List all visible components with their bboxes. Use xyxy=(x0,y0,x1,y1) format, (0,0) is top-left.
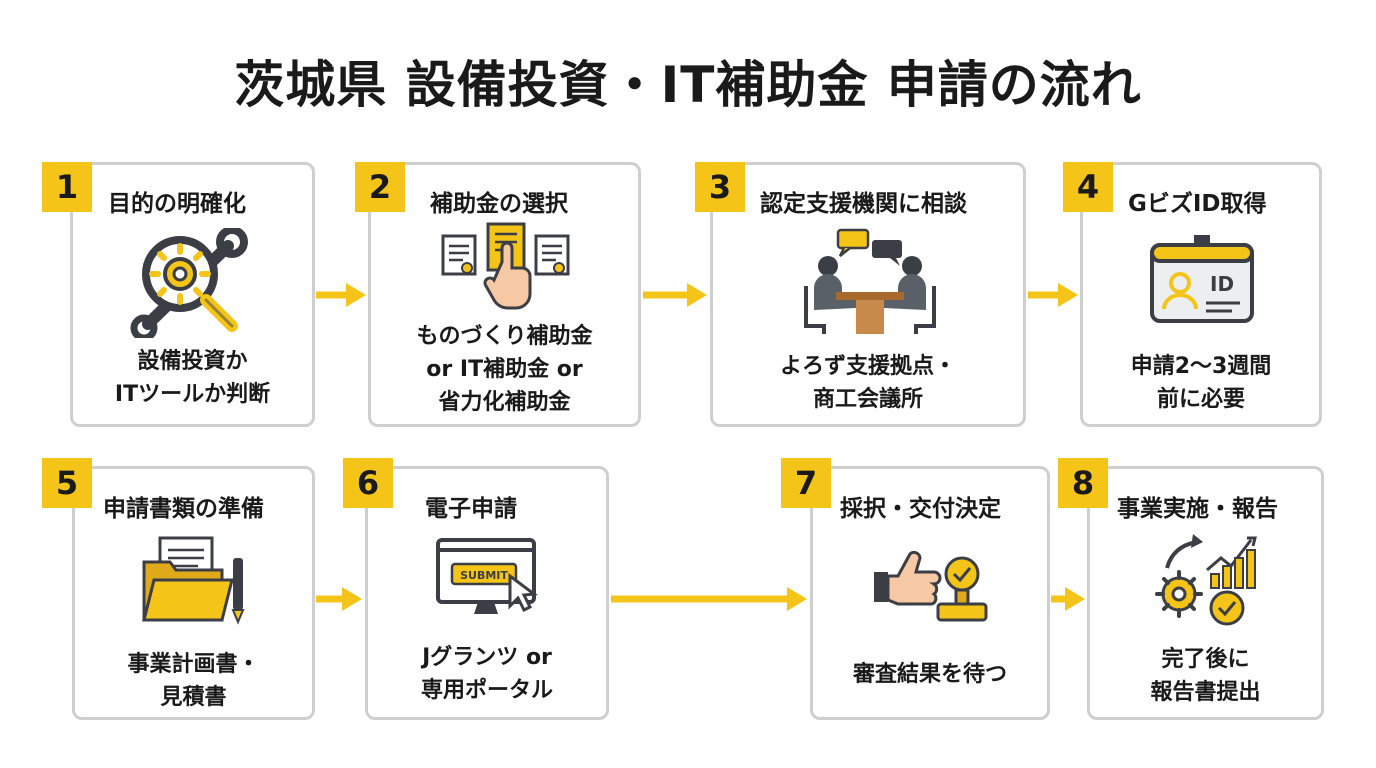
step-description: 事業計画書・見積書 xyxy=(127,652,260,710)
step-description: よろず支援拠点・商工会議所 xyxy=(779,354,956,412)
monitor-submit-icon: SUBMIT xyxy=(436,538,538,614)
step-number-badge: 5 xyxy=(42,458,92,508)
gear-chart-check-icon xyxy=(1155,534,1257,626)
gear-magnifier-wrench-icon xyxy=(130,228,248,338)
step-card-2 xyxy=(368,162,641,427)
step-description: 申請2〜3週間前に必要 xyxy=(1130,354,1272,412)
step-description: 審査結果を待つ xyxy=(852,662,1007,687)
step-title: 採択・交付決定 xyxy=(840,496,1001,522)
submit-label: SUBMIT xyxy=(460,569,508,582)
step-number-badge: 1 xyxy=(42,162,92,212)
page-title: 茨城県 設備投資・IT補助金 申請の流れ xyxy=(234,56,1142,114)
document-select-hand-icon xyxy=(441,222,570,310)
step-number-badge: 2 xyxy=(355,162,405,212)
arrow-6-to-7 xyxy=(611,587,807,611)
step-title: 事業実施・報告 xyxy=(1117,496,1278,522)
thumbs-up-stamp-icon xyxy=(874,550,988,622)
step-number-badge: 4 xyxy=(1063,162,1113,212)
arrow-5-to-6 xyxy=(316,587,362,611)
step-card-8 xyxy=(1087,466,1324,720)
step-number-badge: 3 xyxy=(695,162,745,212)
id-label: ID xyxy=(1210,272,1234,296)
step-title: 補助金の選択 xyxy=(430,191,568,217)
arrow-2-to-3 xyxy=(643,283,707,307)
step-title: 認定支援機関に相談 xyxy=(760,191,967,217)
step-title: 目的の明確化 xyxy=(108,191,246,217)
id-card-icon: ID xyxy=(1150,235,1254,323)
step-number-badge: 6 xyxy=(343,458,393,508)
arrow-1-to-2 xyxy=(316,283,366,307)
consultation-meeting-icon xyxy=(804,228,936,334)
step-number-badge: 7 xyxy=(781,458,831,508)
step-title: 電子申請 xyxy=(425,496,517,522)
step-number-badge: 8 xyxy=(1058,458,1108,508)
arrow-7-to-8 xyxy=(1051,587,1085,611)
step-description: 完了後に報告書提出 xyxy=(1150,647,1261,705)
folder-documents-pen-icon xyxy=(142,536,245,625)
arrow-3-to-4 xyxy=(1028,283,1078,307)
step-title: GビズID取得 xyxy=(1128,191,1267,217)
step-title: 申請書類の準備 xyxy=(103,496,264,522)
